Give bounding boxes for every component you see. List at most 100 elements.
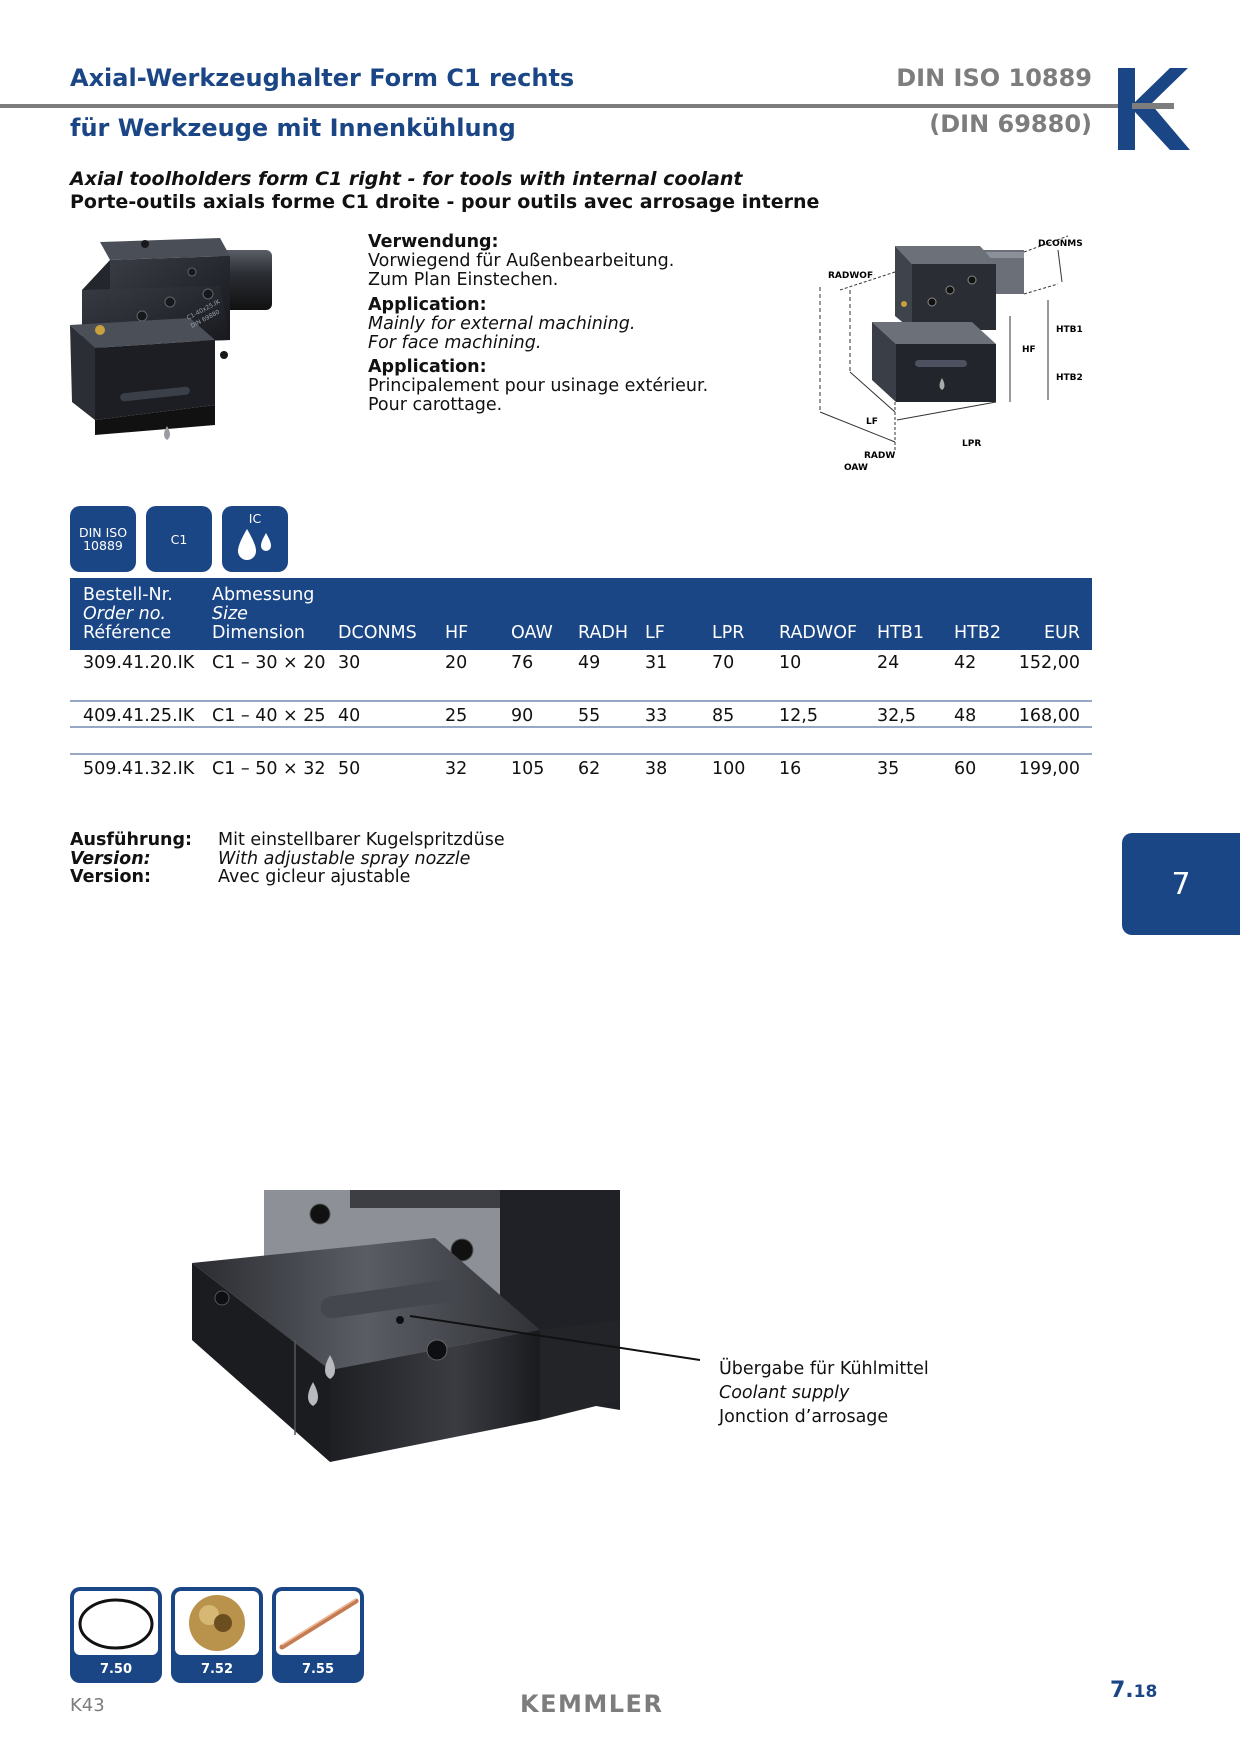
th-order-fr: Référence — [83, 623, 172, 643]
cell-eur: 152,00 — [1018, 653, 1080, 673]
accessory-ref: 7.52 — [200, 1662, 234, 1677]
kemmler-logo-icon — [1118, 68, 1190, 150]
product-photo-bottom — [192, 1190, 700, 1462]
row-divider — [70, 700, 1092, 702]
usage-en-line2: For face machining. — [368, 333, 542, 353]
cell-radh: 62 — [578, 759, 601, 779]
cell-hf: 32 — [445, 759, 468, 779]
table-row: 409.41.25.IK C1 – 40 × 25 40 25 90 55 33… — [70, 705, 1092, 735]
cell-hf: 20 — [445, 653, 468, 673]
accessory-ref: 7.55 — [301, 1662, 335, 1677]
badge-din-iso: DIN ISO 10889 — [70, 506, 136, 572]
technical-drawing: DCONMS RADWOF HTB1 HF HTB2 LF RADW OAW L… — [819, 235, 1083, 473]
usage-fr-line1: Principalement pour usinage extérieur. — [368, 376, 709, 396]
usage-en-line1: Mainly for external machining. — [368, 314, 636, 334]
cell-htb1: 35 — [877, 759, 900, 779]
label-radwof: RADWOF — [828, 271, 873, 281]
row-divider — [70, 726, 1092, 728]
usage-de-line2: Zum Plan Einstechen. — [368, 270, 559, 290]
table-row: 309.41.20.IK C1 – 30 × 20 30 20 76 49 31… — [70, 652, 1092, 682]
cell-lpr: 70 — [712, 653, 735, 673]
accessory-coolant-tube[interactable]: 7.55 — [272, 1587, 364, 1683]
cell-htb2: 48 — [954, 706, 977, 726]
version-label-en: Version: — [70, 848, 151, 869]
cell-hf: 25 — [445, 706, 468, 726]
cell-dconms: 40 — [338, 706, 361, 726]
usage-fr-line2: Pour carottage. — [368, 395, 503, 415]
page-number: 7.18 — [1110, 1678, 1157, 1703]
label-hf: HF — [1022, 345, 1036, 355]
th-hf: HF — [445, 623, 469, 643]
row-divider — [70, 753, 1092, 755]
th-size-fr: Dimension — [212, 623, 306, 643]
usage-de-heading: Verwendung: — [368, 232, 499, 252]
cell-dconms: 50 — [338, 759, 361, 779]
cell-size: C1 – 50 × 32 — [212, 759, 326, 779]
catalog-code: K43 — [70, 1695, 105, 1716]
th-order-en: Order no. — [83, 604, 166, 624]
cell-order-no: 409.41.25.IK — [83, 706, 195, 726]
label-dconms: DCONMS — [1038, 239, 1083, 249]
badge-form-label: C1 — [170, 531, 188, 547]
page-chapter: 7. — [1110, 1678, 1134, 1703]
badge-form: C1 — [146, 506, 212, 572]
o-ring-icon — [74, 1591, 158, 1655]
cell-radh: 55 — [578, 706, 601, 726]
cell-oaw: 76 — [511, 653, 534, 673]
version-text-de: Mit einstellbarer Kugelspritzdüse — [218, 830, 505, 850]
usage-en-heading: Application: — [368, 295, 487, 315]
chapter-tab[interactable]: 7 — [1122, 833, 1240, 935]
version-label-fr: Version: — [70, 867, 151, 887]
page-title: Axial-Werkzeughalter Form C1 rechts — [70, 64, 575, 92]
cell-eur: 199,00 — [1018, 759, 1080, 779]
accessory-o-ring[interactable]: 7.50 — [70, 1587, 162, 1683]
cell-lpr: 85 — [712, 706, 735, 726]
th-oaw: OAW — [511, 623, 553, 643]
th-radwof: RADWOF — [779, 623, 858, 643]
usage-de-line1: Vorwiegend für Außenbearbeitung. — [368, 251, 675, 271]
cell-oaw: 105 — [511, 759, 545, 779]
header-rule — [0, 104, 1118, 108]
label-htb2: HTB2 — [1056, 373, 1083, 383]
table-header: Bestell-Nr. Order no. Référence Abmessun… — [70, 578, 1092, 650]
standard-old-label: (DIN 69880) — [929, 110, 1092, 138]
cell-dconms: 30 — [338, 653, 361, 673]
cell-htb1: 32,5 — [877, 706, 916, 726]
cell-order-no: 309.41.20.IK — [83, 653, 195, 673]
badge-ic: IC — [222, 506, 288, 572]
cell-eur: 168,00 — [1018, 706, 1080, 726]
cell-size: C1 – 40 × 25 — [212, 706, 326, 726]
th-htb1: HTB1 — [877, 623, 924, 643]
cell-radwof: 16 — [779, 759, 802, 779]
th-order-de: Bestell-Nr. — [83, 585, 173, 605]
label-oaw: OAW — [844, 463, 868, 473]
usage-en: Application: Mainly for external machini… — [368, 296, 635, 353]
usage-fr-heading: Application: — [368, 357, 487, 377]
version-text-en: With adjustable spray nozzle — [218, 848, 471, 869]
coolant-callout-fr: Jonction d’arrosage — [719, 1407, 889, 1427]
brand-footer: KEMMLER — [520, 1690, 664, 1718]
spray-ball-icon — [175, 1591, 259, 1655]
subtitle-english: Axial toolholders form C1 right - for to… — [70, 168, 743, 190]
cell-htb2: 42 — [954, 653, 977, 673]
coolant-drops-icon — [238, 529, 271, 560]
th-dconms: DCONMS — [338, 623, 417, 643]
label-lpr: LPR — [962, 439, 981, 449]
th-lf: LF — [645, 623, 665, 643]
version-labels: Ausführung: Version: Version: — [70, 831, 192, 887]
coolant-callout: Übergabe für Kühlmittel Coolant supply J… — [719, 1357, 929, 1429]
cell-htb1: 24 — [877, 653, 900, 673]
version-text-fr: Avec gicleur ajustable — [218, 867, 411, 887]
accessory-spray-ball[interactable]: 7.52 — [171, 1587, 263, 1683]
coolant-callout-en: Coolant supply — [719, 1383, 850, 1403]
page-num: 18 — [1133, 1682, 1158, 1702]
coolant-callout-de: Übergabe für Kühlmittel — [719, 1359, 929, 1379]
coolant-tube-icon — [276, 1591, 360, 1655]
th-size-de: Abmessung — [212, 585, 315, 605]
badge-ic-label: IC — [248, 511, 262, 526]
cell-radwof: 10 — [779, 653, 802, 673]
usage-de: Verwendung: Vorwiegend für Außenbearbeit… — [368, 233, 674, 290]
label-htb1: HTB1 — [1056, 325, 1083, 335]
page-subtitle: für Werkzeuge mit Innenkühlung — [70, 114, 516, 142]
th-lpr: LPR — [712, 623, 745, 643]
